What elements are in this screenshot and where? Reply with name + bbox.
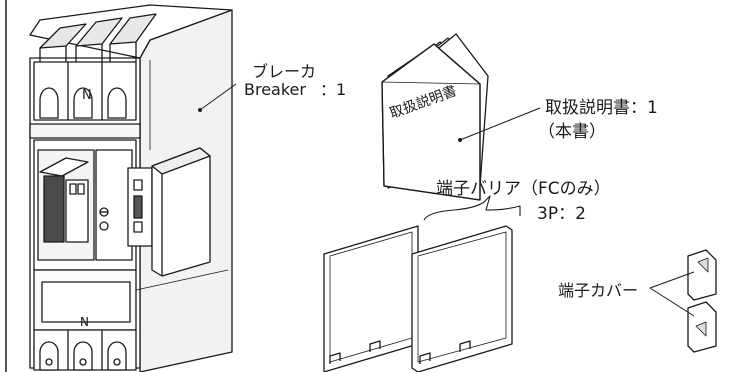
terminal-cover-top (687, 249, 717, 301)
breaker-point-dot (198, 108, 202, 112)
barrier-qty: 3P：2 (537, 204, 586, 224)
manual-note: （本書） (538, 122, 606, 142)
breaker-bottom-letter: N (80, 315, 89, 329)
breaker-illustration (29, 4, 233, 372)
breaker-label-jp: ブレーカ (252, 62, 317, 81)
terminal-barrier-right (411, 225, 513, 372)
leader-manual (459, 107, 541, 141)
breaker-top-letter: N (82, 88, 92, 103)
terminal-cover-label: 端子カバー (558, 281, 639, 300)
leader-breaker (199, 83, 237, 111)
leader-terminal-cover (649, 271, 695, 317)
terminal-cover-bottom (687, 301, 717, 353)
manual-illustration (381, 33, 489, 201)
barrier-bracket (423, 195, 521, 221)
manual-point-dot (458, 138, 462, 142)
breaker-label-en: Breaker (244, 80, 306, 99)
terminal-barrier-left (323, 225, 419, 372)
breaker-qty: ：1 (320, 80, 347, 99)
manual-label: 取扱説明書：1 (545, 98, 658, 118)
barrier-label: 端子バリア（FCのみ） (436, 179, 611, 199)
